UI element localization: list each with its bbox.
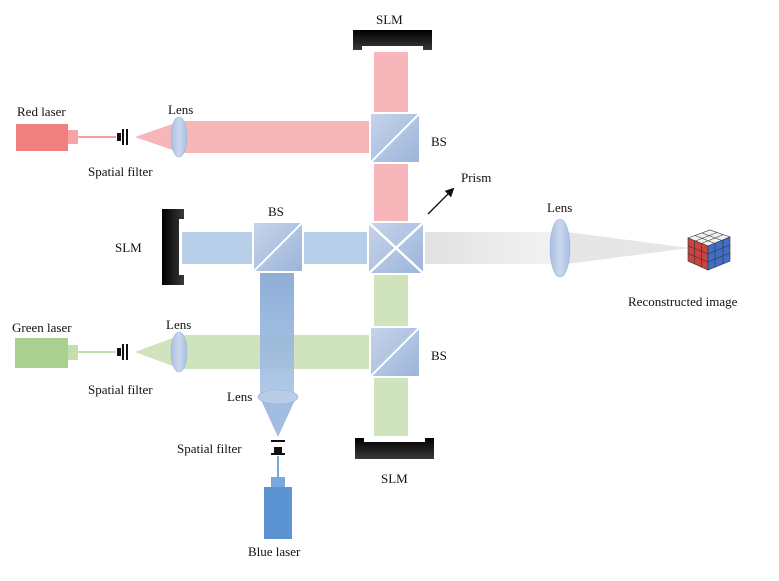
red-laser xyxy=(16,124,116,151)
beam-splitter-blue xyxy=(252,221,304,273)
label-bs-red: BS xyxy=(431,134,447,149)
green-beam-cone xyxy=(135,336,178,368)
slm-bottom xyxy=(355,436,434,459)
blue-beam-vertical xyxy=(260,262,294,397)
label-spatial-filter-green: Spatial filter xyxy=(88,382,153,397)
spatial-filter-blue-icon xyxy=(271,440,285,455)
output-beam xyxy=(425,232,555,264)
lens-blue xyxy=(257,389,299,405)
beam-splitter-red xyxy=(369,112,421,164)
label-slm-top: SLM xyxy=(376,12,403,27)
prism-arrow xyxy=(427,187,455,215)
output-beam-cone xyxy=(567,232,690,264)
label-bs-green: BS xyxy=(431,348,447,363)
blue-laser xyxy=(264,456,292,539)
label-lens-red: Lens xyxy=(168,102,193,117)
red-beam-cone xyxy=(135,122,178,152)
lens-green xyxy=(170,331,188,373)
red-beam-horizontal xyxy=(180,121,375,153)
label-bs-blue: BS xyxy=(268,204,284,219)
label-prism: Prism xyxy=(461,170,491,185)
green-laser xyxy=(15,338,116,368)
label-slm-left: SLM xyxy=(115,240,142,255)
label-spatial-filter-red: Spatial filter xyxy=(88,164,153,179)
label-lens-blue: Lens xyxy=(227,389,252,404)
label-blue-laser: Blue laser xyxy=(248,544,301,559)
lens-red xyxy=(170,116,188,158)
rubiks-cube-icon xyxy=(687,229,731,271)
label-slm-bottom: SLM xyxy=(381,471,408,486)
label-green-laser: Green laser xyxy=(12,320,72,335)
prism-x-cube xyxy=(367,221,425,275)
spatial-filter-red-icon xyxy=(117,129,128,145)
slm-top xyxy=(353,30,432,52)
blue-beam-cone xyxy=(261,400,295,437)
label-spatial-filter-blue: Spatial filter xyxy=(177,441,242,456)
label-lens-green: Lens xyxy=(166,317,191,332)
label-lens-output: Lens xyxy=(547,200,572,215)
label-reconstructed-image: Reconstructed image xyxy=(628,294,738,309)
label-red-laser: Red laser xyxy=(17,104,66,119)
slm-left xyxy=(162,209,186,285)
beam-splitter-green xyxy=(369,326,421,378)
lens-output xyxy=(549,218,571,278)
spatial-filter-green-icon xyxy=(117,344,128,360)
